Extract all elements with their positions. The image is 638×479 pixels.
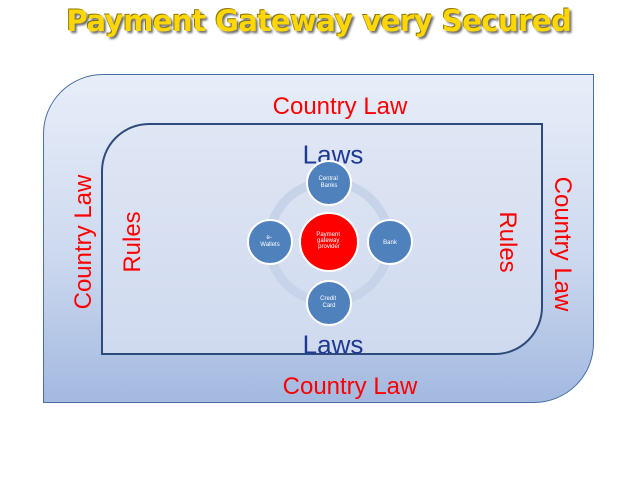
svg-text:e- Wallets: e- Wallets	[260, 235, 279, 248]
e-wallets-line-1: e-	[266, 235, 271, 241]
central-banks-line-2: Banks	[321, 183, 338, 189]
central-banks-line-1: Central	[318, 176, 337, 182]
laws-bottom-label: Laws	[302, 329, 364, 360]
center-node-line-1: Payment	[316, 232, 340, 238]
bank-line-1: Bank	[383, 240, 398, 246]
credit-card-line-2: Card	[322, 303, 335, 309]
svg-text:Payment gateway pr: Payment gateway provider	[316, 232, 341, 250]
svg-text:Central Banks: Central Banks	[318, 176, 339, 189]
svg-text:Bank: Bank	[383, 240, 398, 246]
bank-node: Bank	[367, 219, 413, 265]
country-law-top-label: Country Law	[272, 93, 408, 120]
svg-text:Credit Card: Credit Card	[320, 296, 338, 309]
e-wallets-node: e- Wallets	[247, 219, 293, 265]
country-law-bottom-label: Country Law	[282, 373, 418, 400]
credit-card-node: Credit Card	[306, 280, 352, 326]
center-node-line-3: provider	[318, 244, 340, 250]
center-node-line-2: gateway	[317, 238, 339, 244]
central-banks-node: Central Banks	[306, 160, 352, 206]
slide-title: Payment Gateway very Secured	[66, 4, 572, 38]
e-wallets-line-2: Wallets	[260, 242, 279, 248]
credit-card-line-1: Credit	[320, 296, 336, 302]
center-node: Payment gateway provider	[299, 212, 359, 272]
